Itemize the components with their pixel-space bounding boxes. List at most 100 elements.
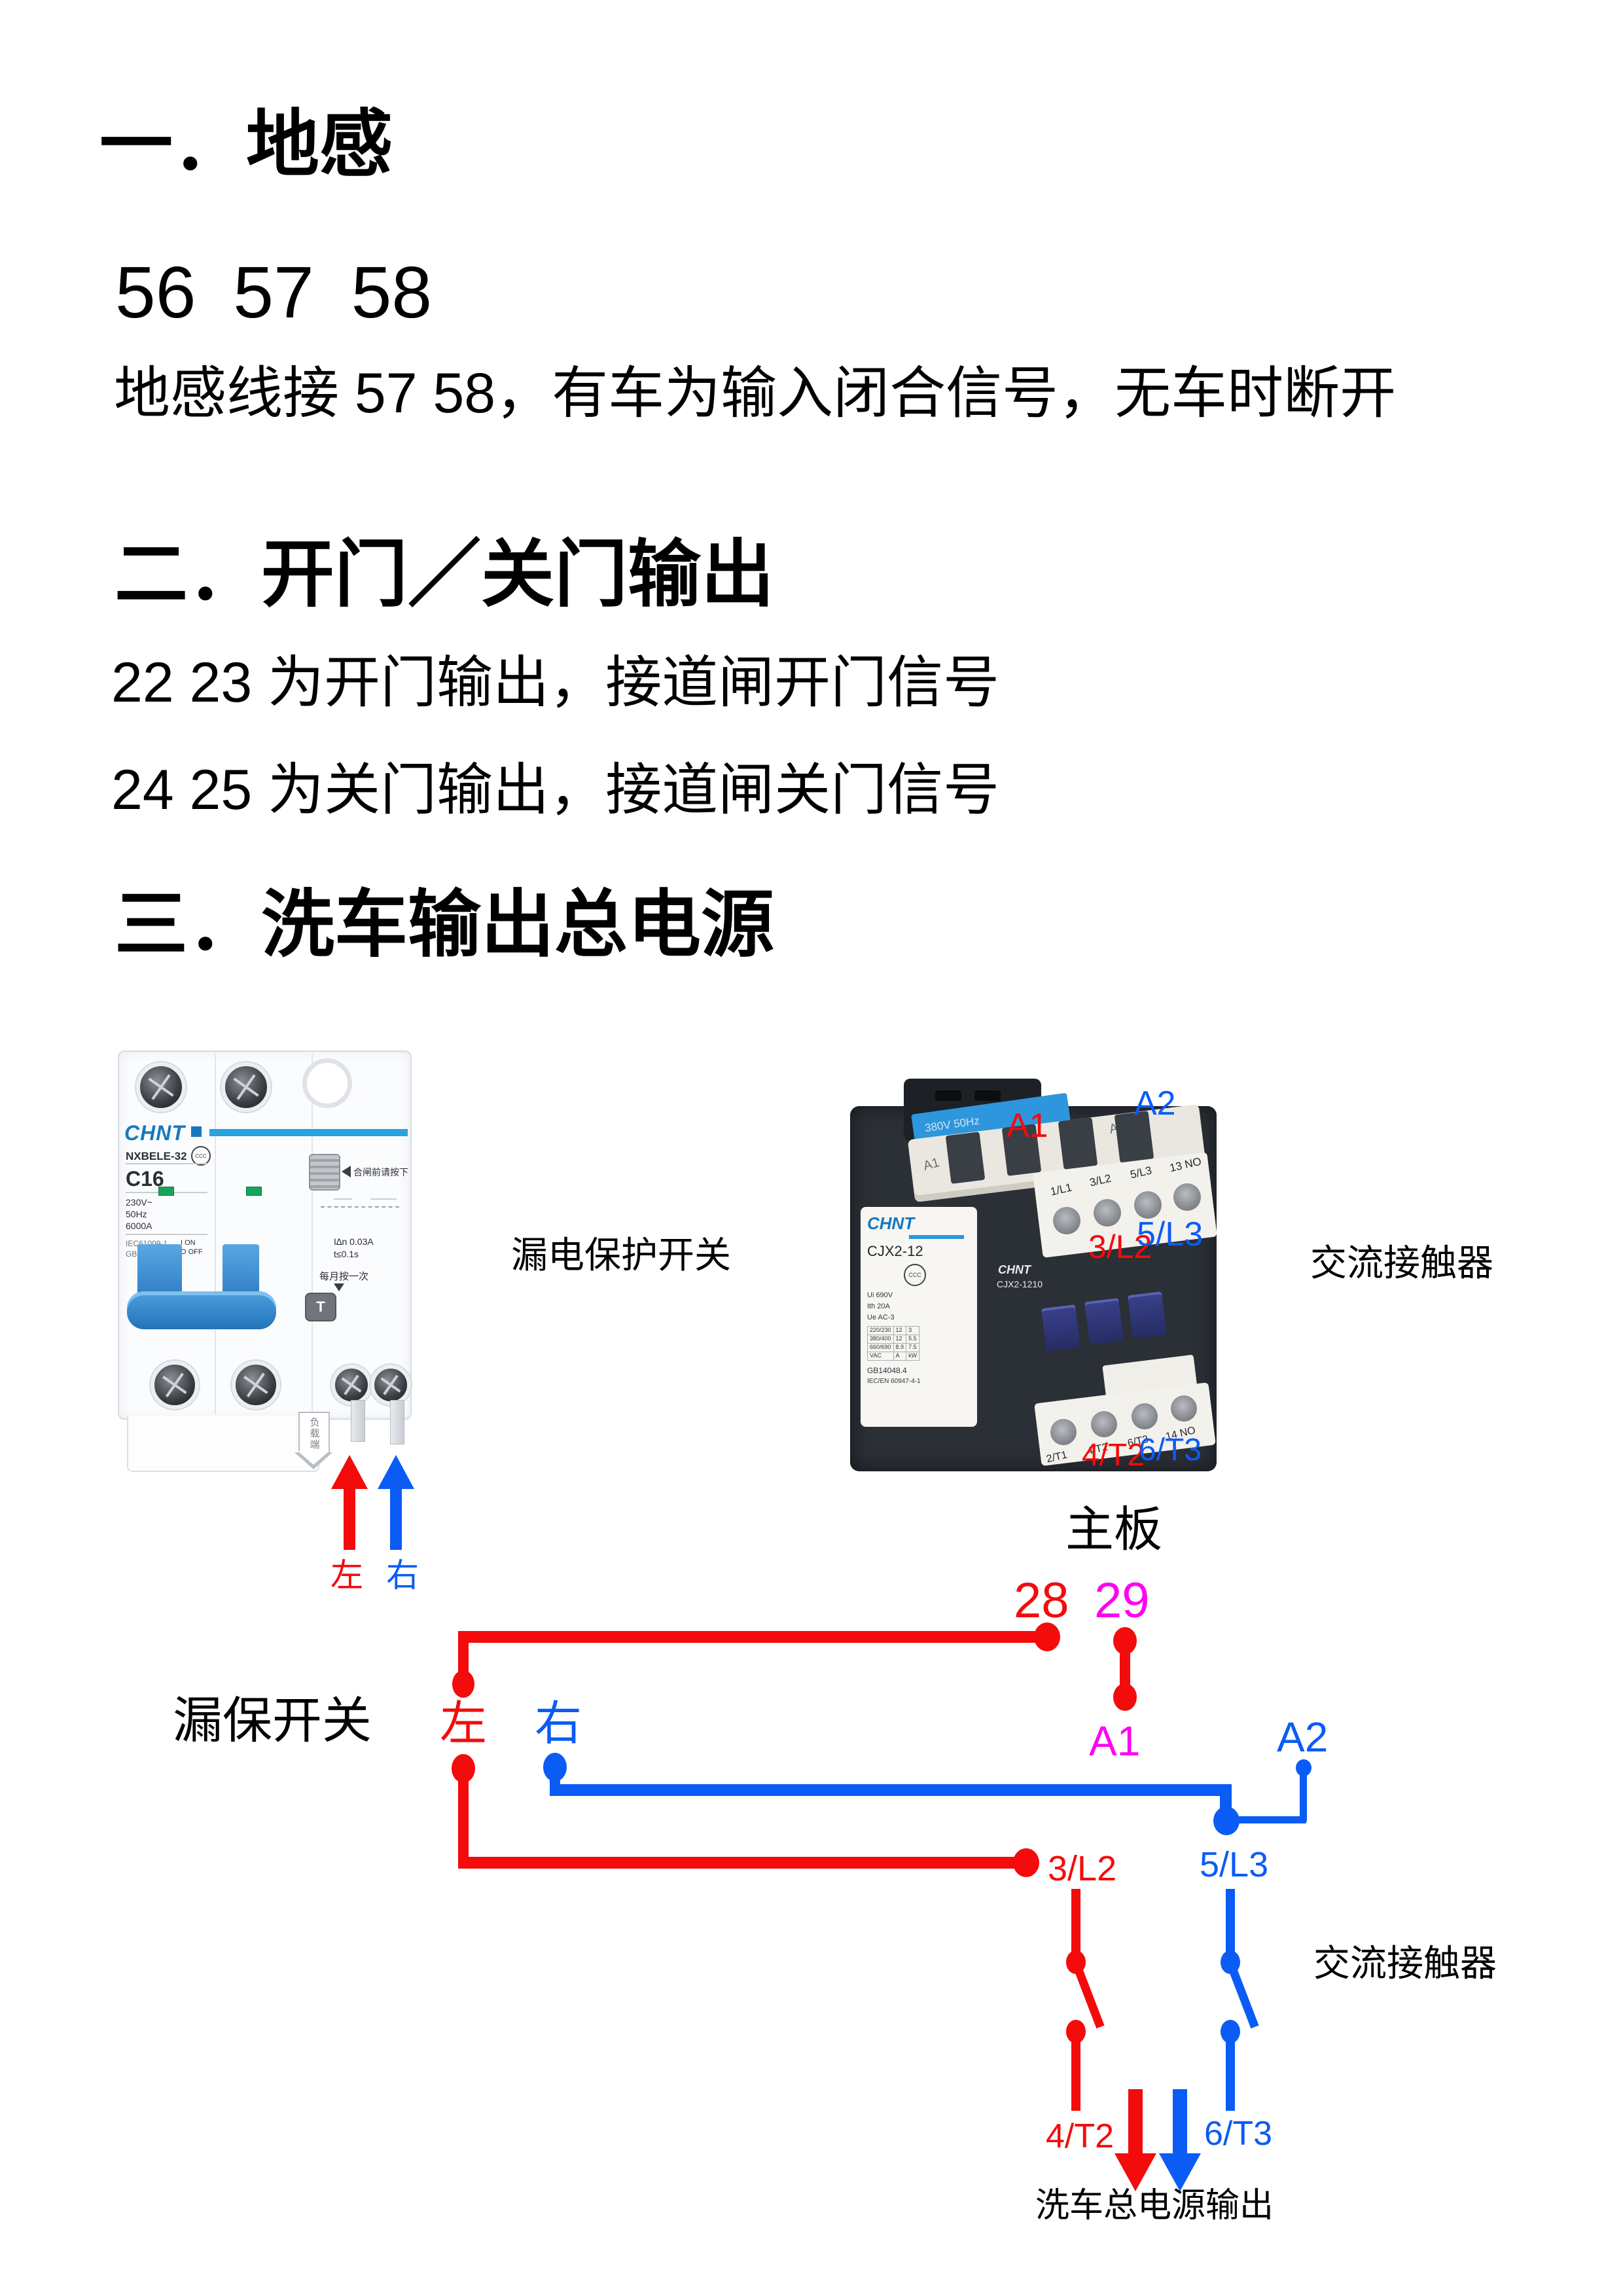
vent-slot [974, 1090, 1001, 1101]
ccc-mark: CCC [191, 1146, 211, 1166]
diagram-left-label: 左 [440, 1698, 488, 1750]
contact-blade-blue [1226, 1960, 1259, 2029]
contact-blue-upper-lead [1226, 1889, 1235, 1962]
breaker-rocker-handle [127, 1291, 276, 1329]
ith-spec: Ith 20A [867, 1302, 890, 1311]
breaker-handle-pole2 [223, 1244, 259, 1297]
terminal-hole-icon [302, 1058, 352, 1108]
down-pointer-icon [334, 1283, 344, 1291]
contactor-std1: GB14048.4 [867, 1365, 907, 1375]
terminal-28-label: 28 [1014, 1573, 1069, 1628]
vent-slot [935, 1090, 961, 1101]
mainboard-label: 主板 [1065, 1502, 1162, 1556]
section3-heading: 三．洗车输出总电源 [115, 884, 774, 965]
load-side-label: 负载端 [308, 1416, 320, 1450]
diagram-contactor-label: 交流接触器 [1313, 1943, 1497, 1984]
contactor-model: CJX2-12 [867, 1243, 923, 1259]
terminal-dot-28 [1034, 1623, 1060, 1651]
breaker-divider [312, 1053, 313, 1414]
diagram-4T2-label: 4/T2 [1046, 2117, 1115, 2155]
contactor-label-card: CHNT CJX2-12 CCC Ui 690V Ith 20A Ue AC-3… [861, 1207, 977, 1427]
output-arrow-blue-head [1159, 2153, 1201, 2191]
wire-blue-A2-rise [1300, 1768, 1307, 1821]
blue-stripe [209, 1129, 408, 1136]
load-arrow-head-inner [298, 1451, 329, 1465]
terminal-dot-A2 [1296, 1759, 1311, 1776]
contactor-5L3-annotation: 5/L3 [1137, 1215, 1204, 1253]
ui-spec: Ui 690V [867, 1291, 893, 1299]
wire-red-left-drop [458, 1768, 469, 1864]
breaker-divider [215, 1053, 216, 1414]
breaker-pin [390, 1400, 404, 1444]
junction-dot-red [452, 1670, 474, 1698]
wire-red-28-horizontal [458, 1631, 1047, 1643]
leakage-breaker-label: 漏保开关 [173, 1693, 372, 1749]
screw-icon [370, 1365, 411, 1405]
load-side-arrow: 负载端 [298, 1412, 330, 1454]
breaker-pin [351, 1400, 365, 1442]
test-button: T [305, 1293, 336, 1321]
breaker-photo: CHNT NXBELE-32 CCC C16 230V~ 50Hz 6000A … [118, 1050, 412, 1473]
breaker-caption: 漏电保护开关 [511, 1234, 731, 1276]
leakage-current-spec: I∆n 0.03A [334, 1236, 374, 1247]
breaker-current: 6000A [126, 1221, 152, 1231]
diagram-6T3-label: 6/T3 [1204, 2115, 1273, 2153]
contact-pad [1084, 1298, 1124, 1345]
contactor-6T3-annotation: 6/T3 [1139, 1433, 1202, 1467]
contact-blade-red [1071, 1960, 1105, 2029]
section2-open-note: 22 23 为开门输出，接道闸开门信号 [111, 651, 1000, 714]
output-arrow-blue-shaft [1173, 2089, 1187, 2156]
screw-icon [331, 1365, 372, 1405]
A1-label: A1 [1089, 1717, 1141, 1765]
breaker-right-terminal-label: 右 [386, 1557, 419, 1594]
section2-heading: 二．开门／关门输出 [115, 533, 774, 615]
ue-spec: Ue AC-3 [867, 1314, 895, 1322]
breaker-freq: 50Hz [126, 1209, 147, 1219]
section2-close-note: 24 25 为关门输出，接道闸关门信号 [111, 759, 1000, 821]
screw-icon [221, 1062, 271, 1112]
breaker-handle-pole1 [137, 1244, 182, 1297]
logo-square-icon [191, 1126, 202, 1137]
output-arrow-red-shaft [1128, 2089, 1143, 2156]
contactor-3L2-annotation: 3/L2 [1088, 1229, 1152, 1265]
breaker-on-mark: I ON [181, 1239, 196, 1247]
diagram-5L3-label: 5/L3 [1200, 1845, 1269, 1884]
terminal-hole [1132, 1403, 1158, 1429]
terminal-hole [1134, 1191, 1162, 1219]
logo-rule [909, 1235, 964, 1239]
terminal-hole [1094, 1199, 1121, 1227]
terminal-hole [1050, 1419, 1077, 1445]
terminal-dot-3L2 [1013, 1848, 1039, 1877]
coil-clamp [945, 1132, 986, 1184]
front-brand: CHNT [998, 1263, 1031, 1276]
contact-blue-lower-lead [1226, 2032, 1235, 2111]
diagram-right-label: 右 [535, 1698, 582, 1750]
breaker-off-mark: O OFF [181, 1248, 203, 1256]
terminal-hole [1053, 1207, 1080, 1234]
breaker-body [118, 1050, 412, 1420]
test-button-label: T [316, 1299, 325, 1315]
press-before-closing-note: 合闸前请按下 [353, 1167, 408, 1177]
chint-logo: CHNT [867, 1213, 915, 1233]
contactor-std2: IEC/EN 60947-4-1 [867, 1378, 921, 1386]
indicator-window [158, 1187, 174, 1196]
section1-heading: 一．地感 [99, 103, 393, 185]
reset-button [309, 1154, 340, 1191]
section1-terminals: 56 57 58 [115, 252, 433, 333]
ccc-mark: CCC [904, 1264, 926, 1286]
wire-blue-A2-horizontal [1226, 1816, 1306, 1823]
coil-clamp [1058, 1117, 1098, 1170]
contactor-4T2-annotation: 4/T2 [1082, 1438, 1145, 1473]
terminal-hole [1173, 1183, 1201, 1211]
jumper-wire-29-A1 [1120, 1640, 1130, 1697]
contactor-photo: 380V 50Hz A1 A2 1/L1 3/L2 5/L3 13 NO CHN… [850, 1079, 1217, 1471]
left-pointer-icon [342, 1166, 351, 1177]
diagram-3L2-label: 3/L2 [1048, 1849, 1117, 1888]
contact-red-upper-lead [1071, 1889, 1080, 1962]
jumper-dot-A1 [1113, 1683, 1137, 1711]
terminal-hole [1171, 1395, 1197, 1422]
breaker-rating: C16 [126, 1167, 164, 1191]
terminal-hole [1091, 1411, 1117, 1437]
